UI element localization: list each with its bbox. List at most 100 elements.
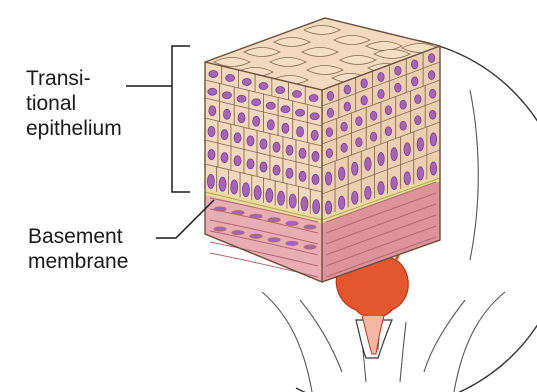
nucleus: [247, 136, 254, 146]
nucleus: [365, 186, 371, 199]
nucleus: [378, 182, 384, 195]
nucleus: [429, 89, 435, 98]
nucleus: [242, 79, 251, 86]
nucleus: [352, 191, 358, 204]
nucleus: [352, 162, 358, 175]
nucleus: [341, 143, 347, 152]
nucleus: [370, 132, 376, 141]
fibroblast-nucleus: [250, 234, 262, 238]
nucleus: [344, 102, 350, 111]
nucleus: [327, 91, 333, 100]
nucleus: [286, 145, 293, 155]
nucleus: [412, 77, 418, 86]
nucleus: [344, 85, 350, 94]
nucleus: [325, 201, 331, 214]
nucleus: [428, 71, 434, 80]
nucleus: [338, 196, 344, 209]
nucleus: [208, 88, 217, 95]
nucleus: [391, 148, 397, 161]
label-line: epithelium: [26, 116, 122, 141]
nucleus: [312, 174, 319, 184]
nucleus: [338, 167, 344, 180]
fibroblast-nucleus: [268, 238, 280, 242]
nucleus: [415, 116, 421, 125]
nucleus: [356, 117, 362, 126]
label-line: membrane: [28, 249, 128, 274]
nucleus: [209, 71, 218, 78]
nucleus: [385, 106, 391, 115]
nucleus: [286, 168, 293, 178]
nucleus: [253, 116, 260, 126]
fibroblast-nucleus: [214, 207, 226, 211]
nucleus: [299, 148, 306, 158]
nucleus: [391, 177, 397, 190]
nucleus: [226, 75, 235, 82]
nucleus: [273, 142, 280, 152]
nucleus: [266, 188, 273, 202]
nucleus: [310, 113, 319, 120]
fibroblast-nucleus: [286, 241, 298, 245]
nucleus: [266, 102, 275, 109]
nucleus: [207, 174, 214, 188]
nucleus: [404, 172, 410, 185]
nucleus: [428, 54, 434, 63]
nucleus: [208, 150, 215, 160]
nucleus: [278, 191, 285, 205]
nucleus: [267, 120, 274, 130]
nucleus: [326, 149, 332, 158]
fibroblast-nucleus: [304, 225, 316, 229]
nucleus: [378, 73, 384, 82]
nucleus: [385, 127, 391, 136]
fibroblast-nucleus: [268, 218, 280, 222]
nucleus: [238, 113, 245, 123]
nucleus: [400, 100, 406, 109]
nucleus: [395, 83, 401, 92]
label-line: Transi-: [26, 66, 122, 91]
nucleus: [429, 110, 435, 119]
nucleus: [281, 106, 290, 113]
nucleus: [378, 153, 384, 166]
fibroblast-nucleus: [214, 227, 226, 231]
nucleus: [430, 133, 436, 146]
transitional-epithelium-label: Transi- tional epithelium: [26, 66, 122, 141]
nucleus: [327, 108, 333, 117]
fibroblast-nucleus: [232, 231, 244, 235]
basement-membrane-label: Basement membrane: [28, 224, 128, 274]
label-line: Basement: [28, 224, 128, 249]
nucleus: [289, 194, 296, 208]
nucleus: [404, 143, 410, 156]
nucleus: [415, 95, 421, 104]
fibroblast-nucleus: [232, 211, 244, 215]
nucleus: [412, 60, 418, 69]
fibroblast-nucleus: [250, 214, 262, 218]
nucleus: [326, 128, 332, 137]
nucleus: [309, 95, 318, 102]
nucleus: [301, 197, 308, 211]
nucleus: [221, 130, 228, 140]
nucleus: [219, 177, 226, 191]
nucleus: [365, 157, 371, 170]
nucleus: [341, 122, 347, 131]
nucleus: [400, 121, 406, 130]
nucleus: [276, 87, 285, 94]
nucleus: [313, 200, 320, 214]
nucleus: [299, 171, 306, 181]
nucleus: [282, 123, 289, 133]
nucleus: [221, 153, 228, 163]
nucleus: [237, 95, 246, 102]
nucleus: [254, 186, 261, 200]
nucleus: [395, 66, 401, 75]
nucleus: [370, 111, 376, 120]
nucleus: [378, 90, 384, 99]
fibroblast-nucleus: [304, 245, 316, 249]
nucleus: [361, 79, 367, 88]
nucleus: [361, 96, 367, 105]
label-line: tional: [26, 91, 122, 116]
nucleus: [356, 138, 362, 147]
nucleus: [252, 99, 261, 106]
fibroblast-nucleus: [286, 221, 298, 225]
nucleus: [417, 167, 423, 180]
nucleus: [209, 106, 216, 116]
